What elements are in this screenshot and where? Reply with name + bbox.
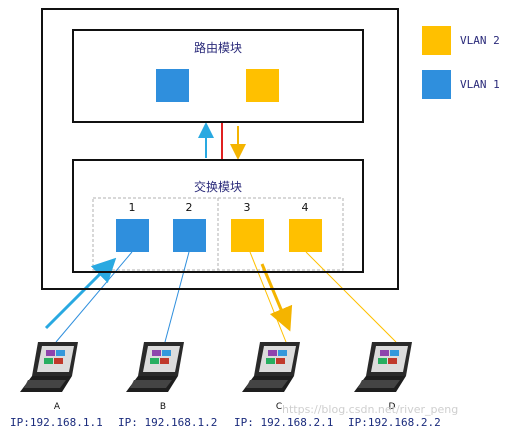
laptop-d-icon [354,342,412,392]
switch-module-title: 交换模块 [193,180,242,194]
link-a-arrow [44,257,117,330]
legend-vlan2-swatch [422,26,451,55]
host-d-ip: IP:192.168.2.2 [348,416,441,429]
laptop-c-icon [242,342,300,392]
link-a-port1 [55,251,133,343]
host-b-label: B [159,402,167,412]
switch-port-1 [116,219,149,252]
host-c-ip: IP: 192.168.2.1 [234,416,334,429]
link-d-port4 [305,251,397,343]
legend-vlan1-label: VLAN 1 [460,78,500,91]
host-a-label: A [53,402,61,412]
legend-vlan2-label: VLAN 2 [460,34,500,47]
host-b-ip: IP: 192.168.1.2 [118,416,218,429]
host-a-ip: IP:192.168.1.1 [10,416,103,429]
router-vlan2-interface [246,69,279,102]
router-vlan1-interface [156,69,189,102]
port-4-number: 4 [301,201,309,214]
port-3-number: 3 [243,201,251,214]
host-d-label: D [388,402,396,412]
link-b-port2 [164,251,190,343]
port-2-number: 2 [185,201,193,214]
router-module: 路由模块 [72,29,364,123]
host-c-label: C [275,402,283,412]
link-c-arrow [260,263,293,332]
device-chassis [41,8,399,290]
laptop-b-icon [126,342,184,392]
port-1-number: 1 [128,201,136,214]
switch-port-2 [173,219,206,252]
watermark: https://blog.csdn.net/river_peng [282,403,459,416]
laptop-a-icon [20,342,78,392]
router-module-title: 路由模块 [193,41,242,55]
legend-vlan1-swatch [422,70,451,99]
switch-port-4 [289,219,322,252]
switch-port-3 [231,219,264,252]
switch-module: 交换模块 [72,159,364,273]
